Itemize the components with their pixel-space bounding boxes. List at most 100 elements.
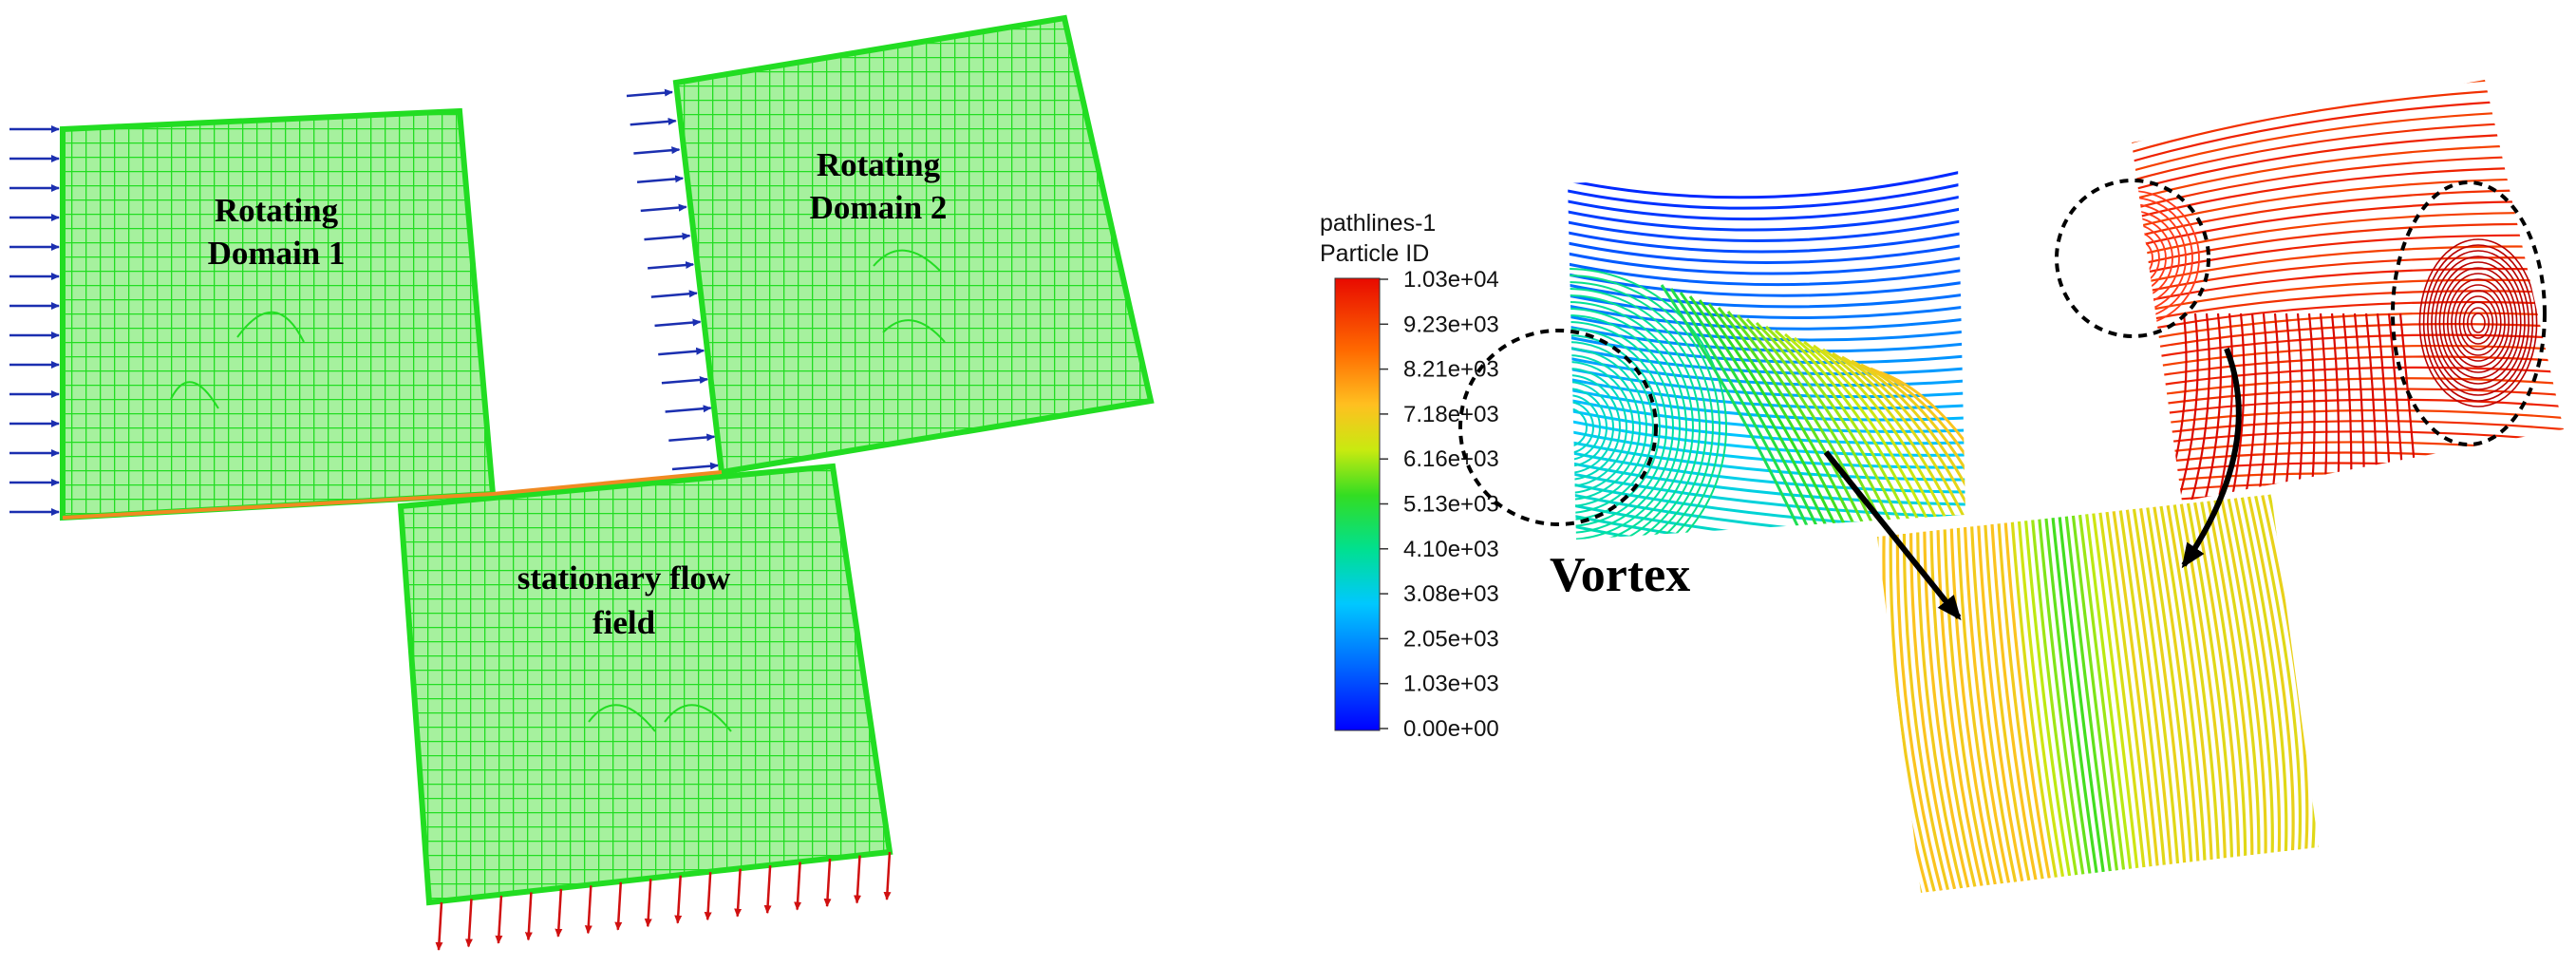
domain-2-label-line2: Domain 2 bbox=[810, 189, 948, 226]
pathline bbox=[2064, 516, 2112, 872]
pathline bbox=[2132, 108, 2564, 173]
rotating-domain-2-mesh bbox=[672, 14, 1155, 476]
pathline bbox=[1943, 529, 1990, 886]
inlet-arrow bbox=[650, 290, 698, 298]
pathline bbox=[2283, 313, 2292, 502]
pathline bbox=[1726, 311, 1872, 540]
pathline bbox=[2220, 499, 2267, 854]
rotating-domain-1-mesh bbox=[60, 107, 497, 521]
pathline bbox=[2132, 142, 2564, 201]
pathline bbox=[1568, 218, 1965, 243]
pathline bbox=[2353, 313, 2366, 502]
pathline bbox=[2051, 518, 2098, 874]
pathline bbox=[1936, 530, 1984, 887]
outlet-arrow bbox=[704, 872, 712, 921]
pathline bbox=[1568, 314, 1965, 342]
pathline bbox=[1755, 321, 1901, 540]
pathline bbox=[1841, 355, 1965, 540]
pathline bbox=[2435, 261, 2522, 385]
inlet-arrow bbox=[658, 347, 705, 356]
outlet-arrow bbox=[644, 879, 652, 928]
pathline bbox=[2207, 501, 2254, 856]
pathline bbox=[2085, 514, 2133, 869]
outlet-arrows bbox=[435, 851, 892, 951]
pathline bbox=[1970, 526, 2018, 882]
outlet-arrow bbox=[794, 862, 802, 911]
pathline bbox=[1568, 268, 1727, 540]
pathline bbox=[1568, 394, 1601, 461]
pathline bbox=[1568, 206, 1965, 232]
pathline bbox=[1949, 528, 1997, 885]
outlet-arrow bbox=[883, 851, 892, 900]
pathline bbox=[1984, 524, 2031, 881]
pathline bbox=[2431, 256, 2526, 390]
pathlines-domain-bottom bbox=[1877, 494, 2319, 893]
inlet-arrow bbox=[640, 203, 687, 213]
pathline bbox=[2132, 430, 2564, 448]
colorbar-tick-label: 6.16e+03 bbox=[1403, 446, 1499, 472]
pathline bbox=[2058, 517, 2105, 873]
flow-arrow-right bbox=[2181, 347, 2242, 569]
colorbar-tick-label: 2.05e+03 bbox=[1403, 626, 1499, 652]
pathline bbox=[1568, 374, 1621, 481]
pathline bbox=[2233, 498, 2282, 852]
pathline bbox=[2132, 177, 2564, 230]
pathline bbox=[2132, 85, 2564, 154]
pathline bbox=[1698, 299, 1844, 540]
pathline bbox=[1822, 348, 1965, 540]
pathline bbox=[1916, 532, 1964, 889]
vortex-label: Vortex bbox=[1550, 548, 1690, 602]
legend-title-line1: pathlines-1 bbox=[1320, 210, 1436, 237]
pathline bbox=[2132, 441, 2564, 458]
outlet-arrow bbox=[584, 885, 592, 935]
pathline bbox=[2254, 495, 2303, 850]
pathline bbox=[1707, 303, 1853, 540]
pathline bbox=[2044, 518, 2092, 874]
inlet-arrow bbox=[648, 261, 695, 270]
pathline bbox=[1832, 351, 1965, 540]
pathline bbox=[1764, 325, 1910, 540]
pathline bbox=[1851, 359, 1965, 540]
pathline bbox=[1568, 361, 1634, 494]
vortex-circle-left bbox=[1458, 329, 1658, 526]
pathline bbox=[1568, 281, 1714, 540]
pathline bbox=[1568, 471, 1965, 519]
pathline bbox=[2125, 509, 2172, 865]
pathline bbox=[2418, 238, 2538, 407]
pathline bbox=[2132, 97, 2564, 163]
pathline bbox=[1908, 533, 1957, 890]
outlet-arrow bbox=[555, 888, 563, 938]
pathline bbox=[1568, 401, 1594, 454]
pathline bbox=[2427, 250, 2530, 396]
inlet-arrow bbox=[654, 318, 702, 328]
colorbar-tick-label: 1.03e+03 bbox=[1403, 672, 1499, 697]
pathline bbox=[2422, 244, 2534, 402]
pathline bbox=[1997, 523, 2044, 880]
pathline bbox=[2024, 521, 2072, 877]
pathline bbox=[1568, 354, 1641, 501]
pathline bbox=[2269, 313, 2281, 502]
inlet-arrow bbox=[644, 232, 691, 241]
pathline bbox=[1717, 307, 1863, 540]
pathline bbox=[2031, 520, 2078, 876]
pathline bbox=[1568, 348, 1647, 507]
pathline bbox=[1568, 169, 1965, 199]
inlet-arrow bbox=[636, 175, 685, 183]
inlet-arrow bbox=[630, 117, 677, 126]
pathline bbox=[1963, 527, 2011, 883]
pathline bbox=[2296, 313, 2304, 502]
colorbar-ticks: 1.03e+049.23e+038.21e+037.18e+036.16e+03… bbox=[1380, 267, 1499, 742]
pathline bbox=[1568, 335, 1965, 365]
pathline bbox=[2132, 211, 2564, 258]
pathline bbox=[1568, 288, 1707, 540]
pathline bbox=[1568, 294, 1965, 320]
inlet-arrow bbox=[661, 375, 708, 385]
pathline bbox=[1568, 341, 1654, 514]
pathline bbox=[2092, 513, 2139, 869]
pathline bbox=[1879, 370, 1965, 540]
pathline bbox=[2118, 510, 2166, 865]
pathline bbox=[2132, 267, 2564, 306]
pathline bbox=[2132, 250, 2140, 267]
stationary-flow-field-mesh bbox=[397, 463, 893, 906]
pathline bbox=[1803, 340, 1948, 540]
